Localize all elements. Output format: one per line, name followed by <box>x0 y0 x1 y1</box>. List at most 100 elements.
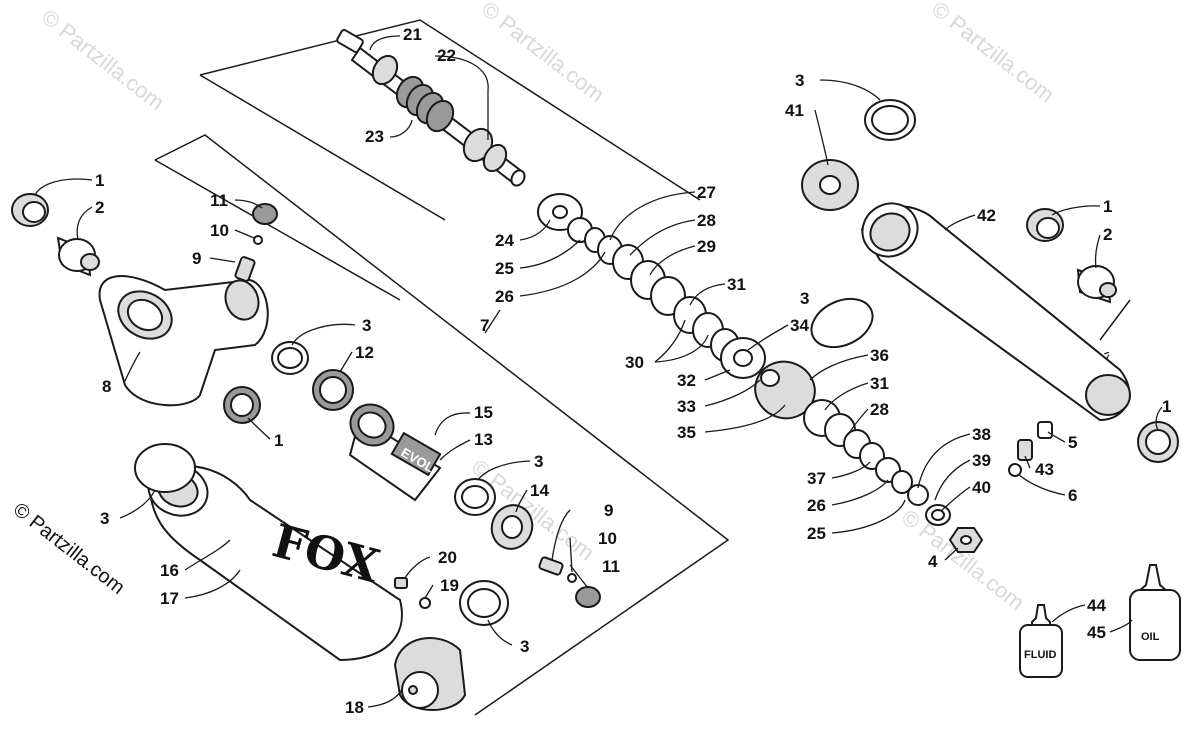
shaft-assembly-frame-side <box>199 74 446 221</box>
callout-1: 1 <box>1103 197 1112 216</box>
shaft-assembly-frame <box>199 19 701 201</box>
callout-40: 40 <box>972 478 991 497</box>
reservoir-assembly-frame <box>154 134 730 716</box>
callout-2: 2 <box>1103 225 1112 244</box>
callout-44: 44 <box>1087 596 1106 615</box>
callout-1: 1 <box>274 431 283 450</box>
reservoir-assembly-frame-left <box>154 159 401 301</box>
callout-18: 18 <box>345 698 364 717</box>
callout-23: 23 <box>365 127 384 146</box>
callout-25: 25 <box>495 259 514 278</box>
callout-3: 3 <box>100 509 109 528</box>
reservoir-end-cap <box>393 637 467 711</box>
callout-33: 33 <box>677 397 696 416</box>
callout-3: 3 <box>520 637 529 656</box>
copyright-notice: © Partzilla.com <box>9 499 129 599</box>
callout-38: 38 <box>972 425 991 444</box>
fitting-43 <box>1017 439 1033 461</box>
oil-bottle-label: OIL <box>1141 631 1160 643</box>
callout-10: 10 <box>598 529 617 548</box>
callout-19: 19 <box>440 576 459 595</box>
left-bushing-pair <box>11 193 100 277</box>
callout-16: 16 <box>160 561 179 580</box>
callout-15: 15 <box>474 403 493 422</box>
small-ball <box>419 597 431 609</box>
upper-valve-stack <box>234 203 278 282</box>
callout-28: 28 <box>870 400 889 419</box>
callout-20: 20 <box>438 548 457 567</box>
o-ring-inner <box>467 588 501 618</box>
callout-9: 9 <box>604 501 613 520</box>
callout-32: 32 <box>677 371 696 390</box>
seal-head <box>312 369 354 411</box>
small-pin <box>394 577 408 589</box>
main-body <box>801 99 1131 422</box>
callout-43: 43 <box>1035 460 1054 479</box>
bushing-1-center <box>223 386 261 424</box>
callout-2: 2 <box>95 198 104 217</box>
callout-14: 14 <box>530 481 549 500</box>
o-ring <box>134 443 196 493</box>
oil-bottle: OIL <box>1129 564 1181 661</box>
callout-26: 26 <box>807 496 826 515</box>
callout-3: 3 <box>534 452 543 471</box>
watermark: © Partzilla.com <box>897 504 1029 615</box>
callout-1: 1 <box>1162 397 1171 416</box>
callout-31: 31 <box>727 275 746 294</box>
callout-labels: 21 22 23 1 2 11 10 9 8 3 12 7 1 3 15 13 … <box>95 25 1171 717</box>
callout-10: 10 <box>210 221 229 240</box>
fluid-bottle: FLUID <box>1019 604 1063 678</box>
callout-8: 8 <box>102 377 111 396</box>
callout-36: 36 <box>870 346 889 365</box>
callout-25: 25 <box>807 524 826 543</box>
piston-center <box>760 369 780 387</box>
damper-shaft <box>336 29 526 187</box>
body-frame <box>1099 299 1131 341</box>
callout-9: 9 <box>192 249 201 268</box>
callout-6: 6 <box>1068 486 1077 505</box>
callout-12: 12 <box>355 343 374 362</box>
callout-42: 42 <box>977 206 996 225</box>
callout-45: 45 <box>1087 623 1106 642</box>
lower-valve-stack <box>538 556 601 608</box>
o-ring <box>810 297 874 349</box>
callout-11: 11 <box>210 191 228 210</box>
callout-35: 35 <box>677 423 696 442</box>
callout-26: 26 <box>495 287 514 306</box>
callout-4: 4 <box>928 552 938 571</box>
shaft-nut <box>948 527 984 553</box>
callout-28: 28 <box>697 211 716 230</box>
callout-11: 11 <box>602 557 620 576</box>
eyelet-body <box>98 275 269 407</box>
callout-31: 31 <box>870 374 889 393</box>
callout-24: 24 <box>495 231 514 250</box>
right-bushing-lower <box>1137 421 1179 463</box>
washer-stack-lower <box>803 399 951 526</box>
fitting-5 <box>1037 421 1053 439</box>
reservoir-sleeve: EVOL <box>348 403 442 502</box>
callout-39: 39 <box>972 451 991 470</box>
reservoir-piston <box>490 504 534 550</box>
callout-21: 21 <box>403 25 422 44</box>
fluid-bottle-label: FLUID <box>1024 649 1056 661</box>
ball-6 <box>1008 463 1022 477</box>
callout-7: 7 <box>480 316 489 335</box>
callout-37: 37 <box>807 469 826 488</box>
callout-5: 5 <box>1068 433 1077 452</box>
callout-17: 17 <box>160 589 179 608</box>
shaft-spring-stack <box>395 75 455 133</box>
callout-13: 13 <box>474 430 493 449</box>
callout-3: 3 <box>795 71 804 90</box>
callout-3: 3 <box>362 316 371 335</box>
o-ring-inner <box>277 347 303 369</box>
callout-41: 41 <box>785 101 804 120</box>
callout-30: 30 <box>625 353 644 372</box>
callout-34: 34 <box>790 316 809 335</box>
o-ring-inner <box>461 485 489 509</box>
watermark: © Partzilla.com <box>37 4 169 115</box>
callout-29: 29 <box>697 237 716 256</box>
leader-lines <box>34 35 1163 708</box>
watermark: © Partzilla.com <box>927 0 1059 107</box>
watermark: © Partzilla.com <box>477 0 609 107</box>
